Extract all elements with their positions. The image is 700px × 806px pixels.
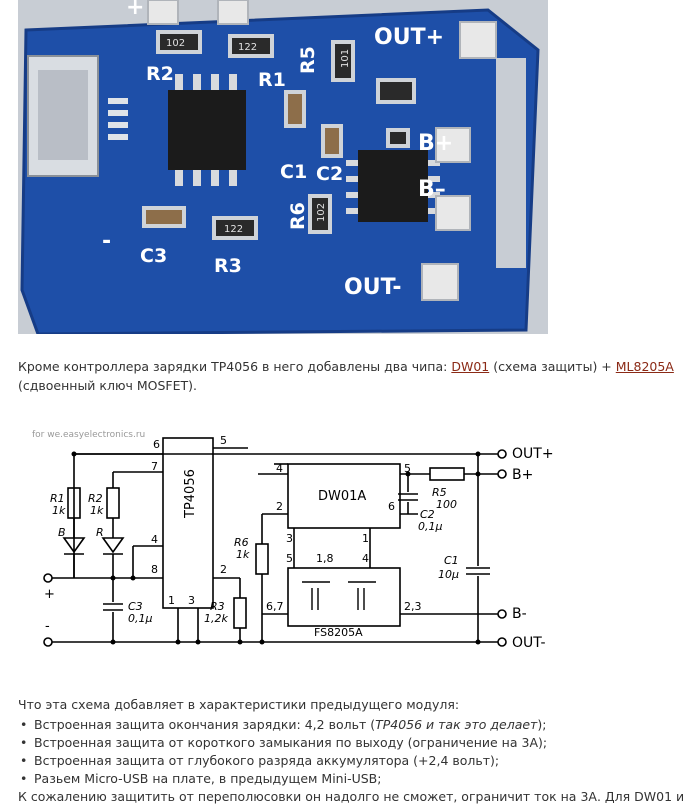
- pin-tp8: 8: [151, 563, 158, 576]
- pin-dw4: 4: [276, 462, 283, 475]
- term-out-plus: OUT+: [512, 446, 554, 462]
- schematic-svg: TP4056 DW01A FS8205A OUT+ B+ B- OUT- + -…: [43, 434, 554, 651]
- pcb-label-r5: R5: [297, 46, 319, 74]
- pin-fs18: 1,8: [316, 552, 334, 565]
- input-minus: -: [45, 619, 50, 634]
- pcb-pad-b-minus: B–: [418, 177, 446, 202]
- feature-list: Встроенная защита окончания зарядки: 4,2…: [18, 716, 698, 788]
- schematic-diagram: for we.easyelectronics.ru: [18, 418, 618, 668]
- intro-prefix: Кроме контроллера зарядки TP4056 в него …: [18, 359, 452, 374]
- term-out-minus: OUT-: [512, 635, 546, 651]
- pin-tp1: 1: [168, 594, 175, 607]
- term-b-minus: B-: [512, 606, 527, 622]
- pcb-label-c1: C1: [280, 161, 307, 183]
- pcb-pad-b-plus: B+: [418, 131, 453, 156]
- pcb-label-c2: C2: [316, 163, 343, 185]
- value-r5: 100: [436, 498, 457, 511]
- schematic-watermark: for we.easyelectronics.ru: [32, 430, 146, 440]
- feature-list-section: Что эта схема добавляет в характеристики…: [18, 696, 698, 806]
- link-dw01[interactable]: DW01: [451, 359, 490, 374]
- pin-dw2: 2: [276, 500, 283, 513]
- value-c3: 0,1µ: [128, 612, 153, 625]
- value-c2: 0,1µ: [418, 520, 443, 533]
- pin-dw1: 1: [362, 532, 369, 545]
- pcb-pad-out-plus: OUT+: [374, 25, 444, 50]
- pin-fs67: 6,7: [266, 600, 284, 613]
- value-r2: 1k: [90, 504, 104, 517]
- feature-list-heading: Что эта схема добавляет в характеристики…: [18, 697, 460, 712]
- pcb-label-c3: C3: [140, 245, 167, 267]
- label-c2: C2: [420, 508, 435, 521]
- pin-dw6: 6: [388, 500, 395, 513]
- value-r3: 1,2k: [204, 612, 228, 625]
- pin-tp7: 7: [151, 460, 158, 473]
- pin-fs4: 4: [362, 552, 369, 565]
- pin-fs23: 2,3: [404, 600, 422, 613]
- pcb-code-e: 122: [224, 224, 243, 235]
- label-r5: R5: [432, 486, 447, 499]
- label-c1: C1: [444, 554, 459, 567]
- pcb-code-c: 101: [340, 49, 351, 68]
- pcb-plus-label: +: [126, 0, 144, 20]
- pin-fs5: 5: [286, 552, 293, 565]
- feature-item-2: Встроенная защита от короткого замыкания…: [18, 734, 698, 752]
- intro-middle: (схема защиты) +: [489, 359, 616, 374]
- feature-item-1-text: Встроенная защита окончания зарядки: 4,2…: [34, 717, 376, 732]
- chip-fs8205a: FS8205A: [314, 626, 363, 639]
- feature-item-1-emphasis: TP4056 и так это делает: [375, 717, 538, 732]
- pin-tp4: 4: [151, 533, 158, 546]
- feature-item-1-end: );: [537, 717, 547, 732]
- pcb-pad-out-minus: OUT-: [344, 275, 401, 300]
- value-c1: 10µ: [438, 568, 459, 581]
- chip-tp4056: TP4056: [183, 469, 198, 519]
- pcb-code-a: 102: [166, 38, 185, 49]
- pcb-code-d: 102: [316, 203, 327, 222]
- pcb-label-r3: R3: [214, 255, 242, 277]
- label-r2: R2: [88, 492, 103, 505]
- pcb-label-r2: R2: [146, 63, 174, 85]
- feature-item-4: Разьем Micro-USB на плате, в предыдущем …: [18, 770, 698, 788]
- pcb-label-r1: R1: [258, 69, 286, 91]
- pcb-pad-minus: -: [102, 229, 111, 254]
- value-r1: 1k: [52, 504, 66, 517]
- pcb-photo: + R2 R1 R5 C1 C2 R6 C3 R3 OUT+ B+ B– OUT…: [18, 0, 548, 334]
- chip-dw01a: DW01A: [318, 489, 366, 504]
- pcb-label-r6: R6: [287, 202, 309, 230]
- label-r1: R1: [50, 492, 65, 505]
- input-plus: +: [44, 587, 55, 602]
- label-led-r: R: [96, 526, 104, 539]
- pin-dw3: 3: [286, 532, 293, 545]
- feature-item-1: Встроенная защита окончания зарядки: 4,2…: [18, 716, 698, 734]
- label-r3: R3: [210, 600, 225, 613]
- pcb-code-b: 122: [238, 42, 257, 53]
- pin-tp2: 2: [220, 563, 227, 576]
- label-r6: R6: [234, 536, 249, 549]
- feature-item-3: Встроенная защита от глубокого разряда а…: [18, 752, 698, 770]
- term-b-plus: B+: [512, 467, 533, 483]
- intro-paragraph: Кроме контроллера зарядки TP4056 в него …: [18, 357, 688, 395]
- label-c3: C3: [128, 600, 143, 613]
- pin-tp3: 3: [188, 594, 195, 607]
- intro-suffix: (сдвоенный ключ MOSFET).: [18, 378, 197, 393]
- pin-dw5: 5: [404, 462, 411, 475]
- closing-paragraph: К сожалению защитить от переполюсовки он…: [18, 789, 685, 804]
- label-led-b: B: [58, 526, 66, 539]
- pin-tp6: 6: [153, 438, 160, 451]
- link-ml8205a[interactable]: ML8205A: [615, 359, 674, 374]
- value-r6: 1k: [236, 548, 250, 561]
- pin-tp5: 5: [220, 434, 227, 447]
